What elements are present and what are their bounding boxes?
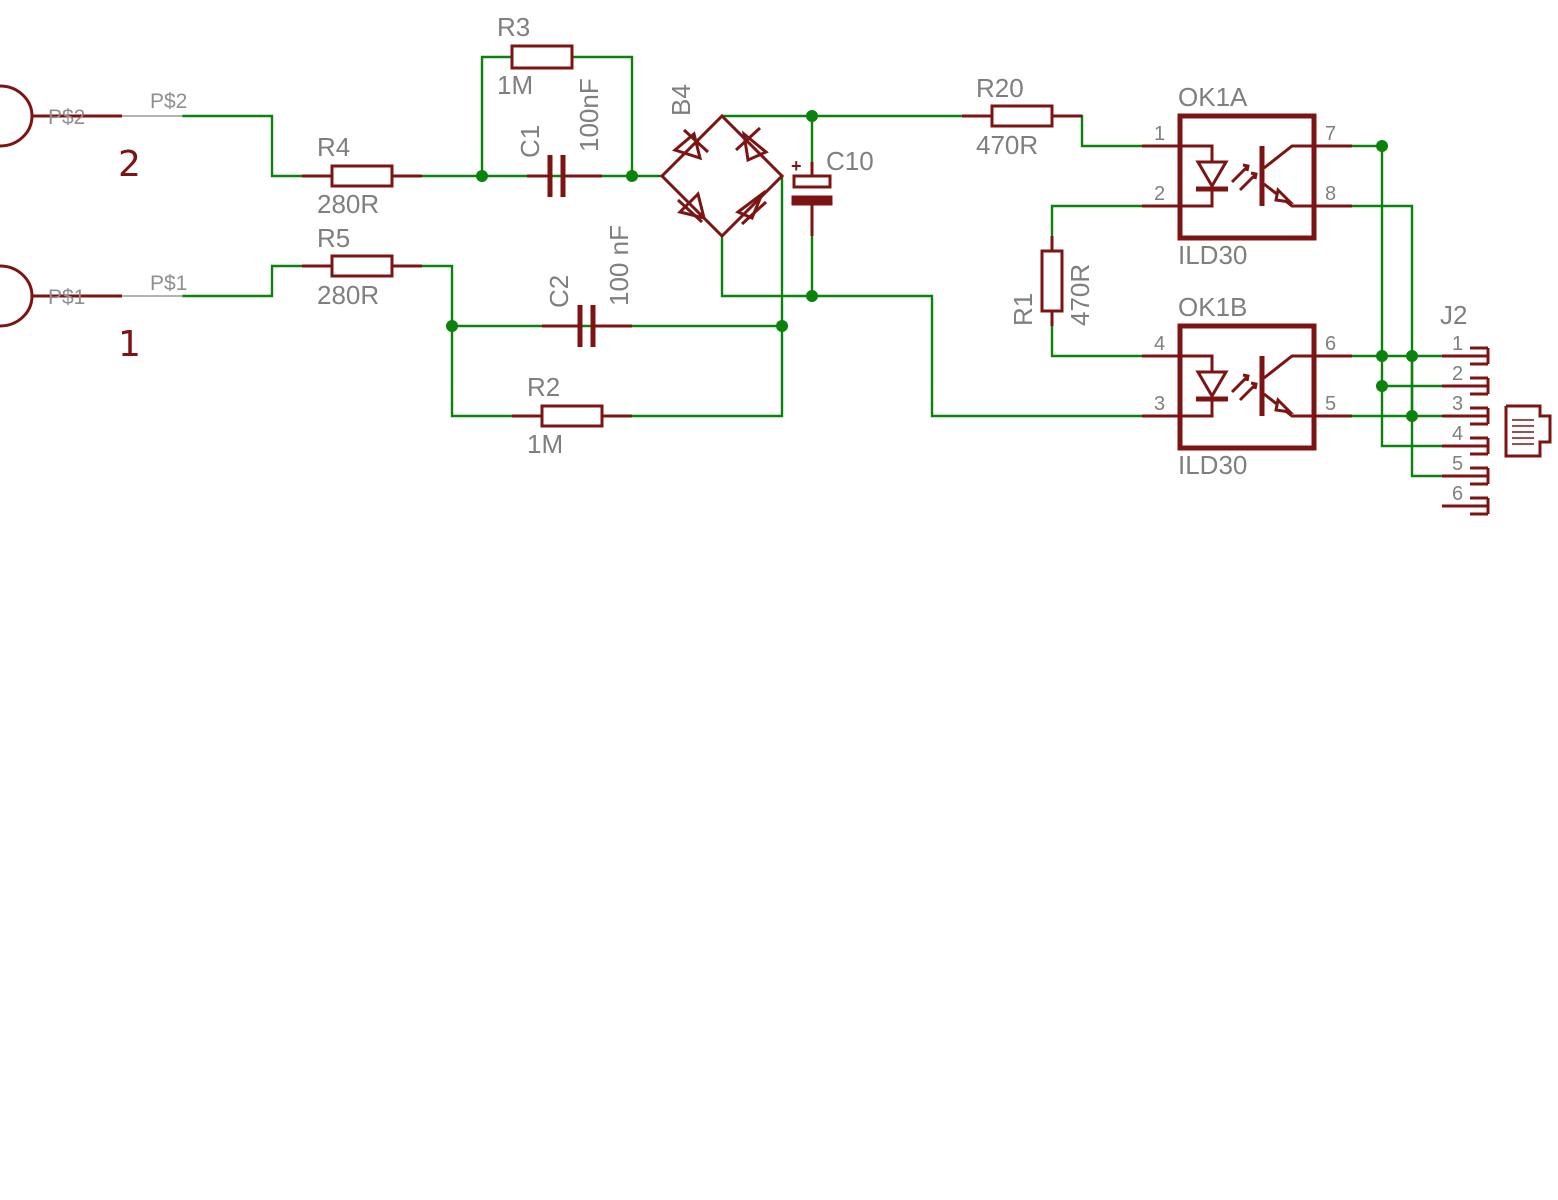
capacitor-c2: C2 100 nF xyxy=(542,225,634,347)
input-number: 1 xyxy=(118,324,141,365)
pin-number: 3 xyxy=(1452,393,1463,415)
junction-dot xyxy=(806,110,818,122)
input-p1: P$1 P$1 1 xyxy=(0,264,187,365)
junction-dot xyxy=(1376,140,1388,152)
connector-pin-6 xyxy=(1442,496,1490,516)
junction-dot xyxy=(1406,350,1418,362)
capacitor-name: C1 xyxy=(515,125,545,158)
capacitor-c10: + C10 xyxy=(791,146,874,236)
capacitor-name: C10 xyxy=(826,146,874,176)
pin-number: 1 xyxy=(1154,123,1165,145)
resistor-r3: R3 1M xyxy=(497,12,574,100)
optocoupler-name: OK1B xyxy=(1178,292,1247,322)
pin-number: 4 xyxy=(1154,333,1165,355)
resistor-value: 470R xyxy=(1065,264,1095,326)
pin-number: 8 xyxy=(1325,183,1336,205)
connector-pin-5 xyxy=(1442,466,1490,486)
junction-dot xyxy=(476,170,488,182)
optocoupler-part: ILD30 xyxy=(1178,240,1247,270)
junction-dot xyxy=(1376,350,1388,362)
resistor-r4: R4 280R xyxy=(302,132,422,219)
pin-number: 2 xyxy=(1452,363,1463,385)
junction-dots xyxy=(446,110,1418,422)
connector-j2: J2 1 2 3 4 5 6 xyxy=(1440,300,1552,516)
optocoupler-ok1a: OK1A ILD30 1 2 7 8 xyxy=(1142,82,1352,270)
resistor-value: 280R xyxy=(317,280,379,310)
resistor-r5: R5 280R xyxy=(302,223,422,310)
pin-number: 6 xyxy=(1325,333,1336,355)
connector-pin-4 xyxy=(1442,436,1490,456)
connector-pins xyxy=(1442,346,1490,516)
connector-pin-2 xyxy=(1442,376,1490,396)
pin-number: 1 xyxy=(1452,333,1463,355)
optocoupler-name: OK1A xyxy=(1178,82,1248,112)
capacitor-c1: C1 100nF xyxy=(515,78,604,197)
capacitor-value: 100nF xyxy=(574,78,604,152)
pin-number: 4 xyxy=(1452,423,1463,445)
resistor-value: 280R xyxy=(317,189,379,219)
resistor-name: R2 xyxy=(527,372,560,402)
pin-number: 2 xyxy=(1154,183,1165,205)
capacitor-value: 100 nF xyxy=(604,225,634,306)
junction-dot xyxy=(1376,380,1388,392)
resistor-name: R5 xyxy=(317,223,350,253)
rj-jack-icon xyxy=(1504,404,1552,458)
resistor-name: R4 xyxy=(317,132,350,162)
resistor-value: 470R xyxy=(976,130,1038,160)
pin-label: P$2 xyxy=(150,90,187,113)
input-p2: P$2 P$2 2 xyxy=(0,84,187,185)
connector-pin-1 xyxy=(1442,346,1490,366)
pad-label: P$2 xyxy=(48,106,85,129)
junction-dot xyxy=(776,320,788,332)
pin-number: 3 xyxy=(1154,393,1165,415)
junction-dot xyxy=(446,320,458,332)
pad-label: P$1 xyxy=(48,286,85,309)
connector-pin-3 xyxy=(1442,406,1490,426)
resistor-value: 1M xyxy=(497,70,533,100)
resistor-r1: R1 470R xyxy=(1008,236,1095,326)
polarity-mark: + xyxy=(791,156,802,176)
junction-dot xyxy=(806,290,818,302)
connector-name: J2 xyxy=(1440,300,1467,330)
resistor-r20: R20 470R xyxy=(962,73,1082,160)
resistor-r2: R2 1M xyxy=(512,372,632,459)
bridge-name: B4 xyxy=(666,84,696,116)
optocoupler-part: ILD30 xyxy=(1178,450,1247,480)
resistor-name: R1 xyxy=(1008,293,1038,326)
junction-dot xyxy=(626,170,638,182)
pin-label: P$1 xyxy=(150,272,187,295)
pin-number: 7 xyxy=(1325,123,1336,145)
optocoupler-ok1b: OK1B ILD30 4 3 6 5 xyxy=(1142,292,1352,480)
resistor-name: R20 xyxy=(976,73,1024,103)
input-number: 2 xyxy=(118,144,141,185)
junction-dot xyxy=(1406,410,1418,422)
bridge-rectifier-b4: B4 xyxy=(659,84,785,239)
resistor-name: R3 xyxy=(497,12,530,42)
resistor-value: 1M xyxy=(527,429,563,459)
pin-number: 6 xyxy=(1452,483,1463,505)
pin-number: 5 xyxy=(1325,393,1336,415)
pin-number: 5 xyxy=(1452,453,1463,475)
capacitor-name: C2 xyxy=(544,275,574,308)
